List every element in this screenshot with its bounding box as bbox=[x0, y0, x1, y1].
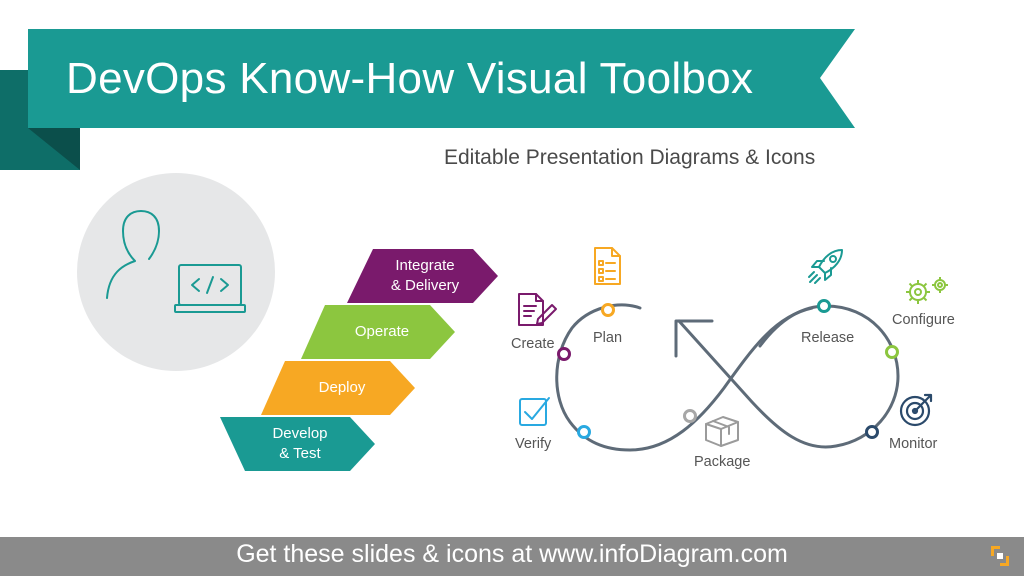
cycle-label-verify: Verify bbox=[515, 436, 552, 452]
page-subtitle: Editable Presentation Diagrams & Icons bbox=[444, 146, 816, 169]
release-rocket-icon bbox=[808, 249, 843, 284]
stage-operate-label: Operate bbox=[354, 323, 410, 340]
create-document-icon bbox=[518, 293, 557, 326]
page-title: DevOps Know-How Visual Toolbox bbox=[66, 54, 754, 103]
stage-integrate-label: Integrate & Delivery bbox=[390, 257, 460, 294]
stage-chevrons bbox=[220, 249, 498, 471]
footer-text: Get these slides & icons at www.infoDiag… bbox=[236, 540, 788, 568]
developer-laptop-icon bbox=[106, 210, 246, 313]
configure-gears-icon bbox=[906, 277, 948, 304]
footer-bar bbox=[0, 537, 1024, 576]
stage-deploy-shape bbox=[261, 361, 415, 415]
node-configure bbox=[885, 345, 899, 359]
plan-checklist-icon bbox=[594, 247, 621, 285]
cycle-label-configure: Configure bbox=[892, 312, 955, 328]
package-box-icon bbox=[705, 416, 739, 447]
stage-operate-shape bbox=[301, 305, 455, 359]
stage-deploy-label: Deploy bbox=[318, 379, 366, 396]
infodiagram-logo-icon bbox=[991, 546, 1009, 566]
stage-integrate-shape bbox=[347, 249, 498, 303]
verify-checkbox-icon bbox=[519, 397, 550, 426]
cycle-label-release: Release bbox=[801, 330, 855, 346]
node-monitor bbox=[865, 425, 879, 439]
cycle-label-monitor: Monitor bbox=[889, 436, 938, 452]
node-create bbox=[557, 347, 571, 361]
cycle-label-package: Package bbox=[694, 454, 751, 470]
node-verify bbox=[577, 425, 591, 439]
cycle-label-plan: Plan bbox=[593, 330, 623, 346]
cycle-label-create: Create bbox=[511, 336, 555, 352]
stage-develop-label: Develop & Test bbox=[272, 425, 328, 462]
node-plan bbox=[601, 303, 615, 317]
title-banner bbox=[0, 29, 855, 170]
node-package bbox=[683, 409, 697, 423]
node-release bbox=[817, 299, 831, 313]
stage-develop-shape bbox=[220, 417, 375, 471]
monitor-target-icon bbox=[899, 393, 933, 427]
